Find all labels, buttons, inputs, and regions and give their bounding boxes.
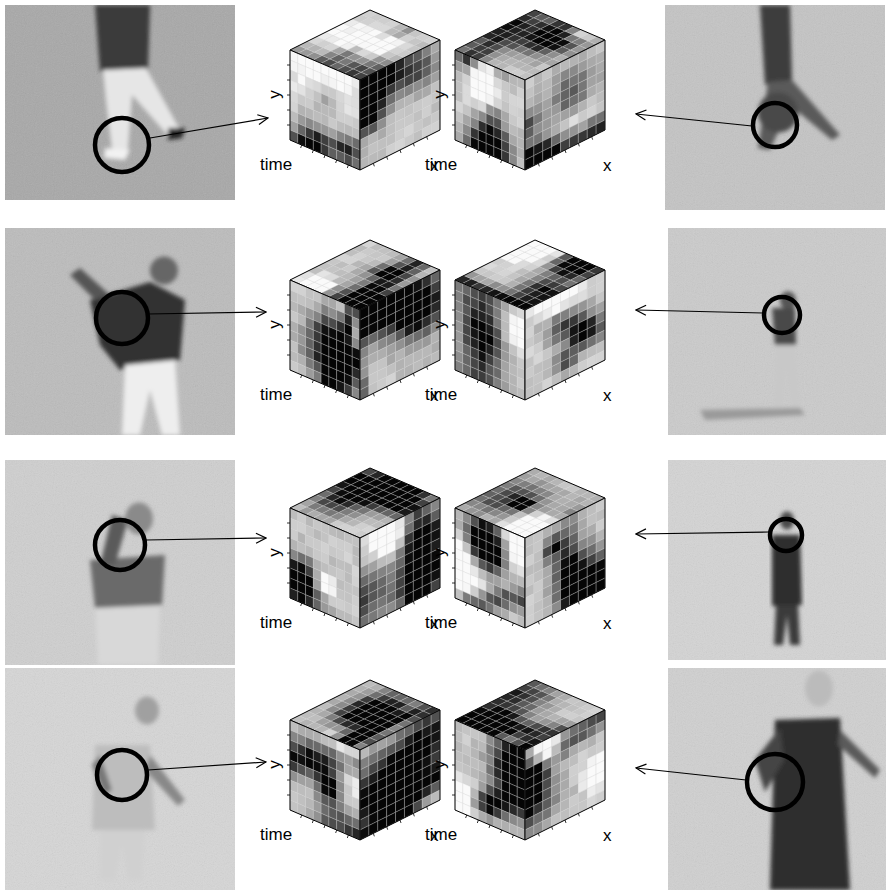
leader-arrow <box>636 310 763 313</box>
leader-arrow <box>148 312 266 314</box>
axis-label: time <box>425 826 457 843</box>
axis-label: y <box>266 548 283 557</box>
axis-label: y <box>266 90 283 99</box>
feature-cube <box>452 240 605 400</box>
photo-left <box>5 460 235 665</box>
feature-cube <box>452 680 605 840</box>
photo-right <box>668 460 886 660</box>
patch-circle <box>95 520 145 570</box>
feature-cube <box>452 10 605 170</box>
axis-label: x <box>603 615 612 632</box>
leader-arrow <box>150 118 268 138</box>
photo-right <box>665 5 885 210</box>
axis-label: y <box>431 90 448 99</box>
patch-circle <box>764 297 800 333</box>
axis-label: y <box>431 760 448 769</box>
axis-label: x <box>603 827 612 844</box>
axis-label: x <box>603 387 612 404</box>
patch-circle <box>770 519 802 551</box>
feature-cube <box>452 468 605 628</box>
axis-label: y <box>431 548 448 557</box>
patch-circle <box>95 118 149 172</box>
axis-label: y <box>431 320 448 329</box>
axis-label: y <box>266 320 283 329</box>
photo-left <box>5 668 235 890</box>
photo-left <box>5 5 235 200</box>
feature-cube <box>287 240 440 400</box>
leader-arrow <box>636 532 769 534</box>
axis-label: time <box>260 826 292 843</box>
leader-arrow <box>146 538 266 540</box>
axis-label: time <box>260 156 292 173</box>
axis-label: time <box>260 614 292 631</box>
patch-circle <box>753 103 797 147</box>
leader-arrow <box>636 114 752 126</box>
axis-label: time <box>425 614 457 631</box>
feature-cube <box>287 468 440 628</box>
leader-arrow <box>636 768 746 780</box>
axis-label: y <box>266 760 283 769</box>
photo-left <box>5 228 235 435</box>
axis-label: time <box>425 386 457 403</box>
axis-label: time <box>425 156 457 173</box>
photo-right <box>668 228 886 435</box>
patch-circle <box>97 750 147 800</box>
feature-cube <box>287 10 440 170</box>
leader-arrow <box>148 762 266 770</box>
patch-circle <box>96 292 148 344</box>
photo-right <box>668 668 886 890</box>
feature-cube <box>287 680 440 840</box>
patch-circle <box>747 754 803 810</box>
axis-label: time <box>260 386 292 403</box>
axis-label: x <box>603 157 612 174</box>
